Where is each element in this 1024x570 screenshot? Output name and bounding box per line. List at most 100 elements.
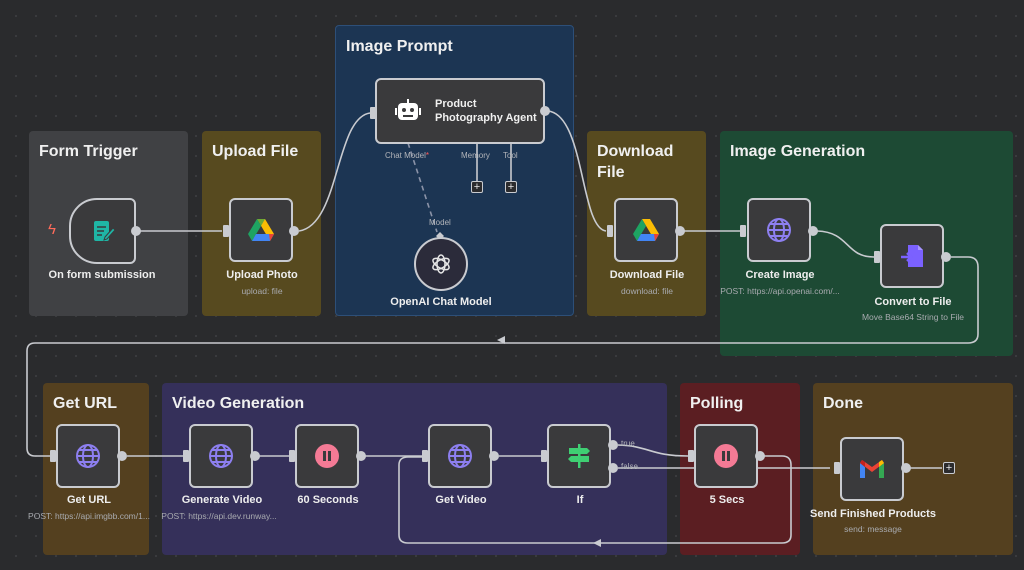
add-node-button[interactable]: + [943, 462, 955, 474]
input-port[interactable] [422, 450, 428, 462]
input-port[interactable] [607, 225, 613, 237]
group-image-generation[interactable]: Image Generation [720, 131, 1013, 356]
output-port[interactable] [289, 226, 299, 236]
node-on-form-submission[interactable] [69, 198, 136, 264]
pause-icon [714, 444, 738, 468]
wire-model-agent [407, 142, 438, 233]
branch-label-true: true [621, 439, 635, 448]
lightning-icon: ϟ [48, 221, 56, 238]
output-port[interactable] [808, 226, 818, 236]
node-subtitle: POST: https://api.openai.com/... [720, 286, 840, 296]
group-title: Done [823, 395, 863, 412]
group-title: Upload File [212, 143, 299, 160]
output-port[interactable] [941, 252, 951, 262]
wire-convert-geturl [26, 256, 979, 457]
node-convert-to-file[interactable] [880, 224, 944, 288]
node-label: Create Image [745, 269, 815, 281]
agent-label-line1: Product [435, 98, 477, 110]
robot-icon [395, 99, 421, 120]
node-label: Send Finished Products [810, 508, 936, 520]
group-title: Image Generation [730, 143, 866, 160]
signpost-icon [568, 444, 590, 468]
output-port[interactable] [675, 226, 685, 236]
output-port[interactable] [901, 463, 911, 473]
output-port[interactable] [356, 451, 366, 461]
gmail-icon [860, 460, 884, 478]
node-60-seconds[interactable] [295, 424, 359, 488]
group-title: Video Generation [172, 395, 305, 412]
wire-if-true-wait5 [617, 444, 689, 457]
input-port[interactable] [834, 462, 840, 474]
node-subtitle: Move Base64 String to File [861, 312, 965, 322]
port-label-chat-model: Chat Model* [385, 151, 430, 160]
node-label: Generate Video [181, 494, 263, 506]
output-port-true[interactable] [608, 440, 618, 450]
input-port[interactable] [874, 251, 880, 263]
node-openai-chat-model[interactable] [414, 237, 468, 291]
output-port[interactable] [117, 451, 127, 461]
port-label-memory: Memory [461, 151, 490, 160]
wire-upload-agent [298, 112, 371, 232]
pause-icon [315, 444, 339, 468]
node-subtitle: upload: file [241, 286, 283, 296]
group-title: Download File [597, 143, 674, 181]
node-label: Convert to File [874, 296, 952, 308]
output-port-false[interactable] [608, 463, 618, 473]
output-port[interactable] [755, 451, 765, 461]
input-port[interactable] [541, 450, 547, 462]
input-port[interactable] [183, 450, 189, 462]
convert-file-icon [901, 245, 923, 267]
add-memory-button[interactable]: + [471, 181, 483, 193]
input-port[interactable] [370, 107, 376, 119]
node-label: OpenAI Chat Model [390, 296, 492, 308]
node-download-file[interactable] [614, 198, 678, 262]
input-port[interactable] [740, 225, 746, 237]
google-drive-icon [248, 219, 274, 241]
group-title: Form Trigger [39, 143, 138, 160]
node-send-finished-products[interactable] [840, 437, 904, 501]
add-tool-button[interactable]: + [505, 181, 517, 193]
node-label: Get URL [67, 494, 111, 506]
input-port[interactable] [688, 450, 694, 462]
node-if[interactable] [547, 424, 611, 488]
group-title: Polling [690, 395, 744, 412]
node-subtitle: POST: https://api.dev.runway... [161, 511, 277, 521]
node-subtitle: POST: https://api.imgbb.com/1... [28, 511, 150, 521]
group-title: Image Prompt [346, 38, 453, 55]
branch-label-false: false [621, 462, 638, 471]
globe-icon [209, 444, 233, 468]
globe-icon [448, 444, 472, 468]
agent-label-line2: Photography Agent [435, 112, 537, 124]
node-label: On form submission [48, 269, 156, 281]
input-port[interactable] [50, 450, 56, 462]
node-label: 5 Secs [709, 494, 745, 506]
node-label: Get Video [435, 494, 487, 506]
output-port[interactable] [540, 106, 550, 116]
form-icon [93, 221, 116, 241]
port-label-tool: Tool [503, 151, 518, 160]
google-drive-icon [633, 219, 659, 241]
node-label: Upload Photo [226, 269, 298, 281]
globe-icon [767, 218, 791, 242]
output-port[interactable] [131, 226, 141, 236]
wire-create-convert [816, 230, 875, 258]
input-port[interactable] [223, 225, 229, 237]
node-subtitle: send: message [844, 524, 902, 534]
port-label-model: Model [429, 218, 451, 227]
node-create-image[interactable] [747, 198, 811, 262]
openai-icon [432, 254, 450, 274]
node-label: If [576, 494, 584, 506]
node-upload-photo[interactable] [229, 198, 293, 262]
node-generate-video[interactable] [189, 424, 253, 488]
input-port[interactable] [289, 450, 295, 462]
output-port[interactable] [489, 451, 499, 461]
node-get-video[interactable] [428, 424, 492, 488]
node-get-url[interactable] [56, 424, 120, 488]
node-5-secs[interactable] [694, 424, 758, 488]
wire-agent-download [547, 110, 607, 232]
output-port[interactable] [250, 451, 260, 461]
globe-icon [76, 444, 100, 468]
group-title: Get URL [53, 395, 117, 412]
